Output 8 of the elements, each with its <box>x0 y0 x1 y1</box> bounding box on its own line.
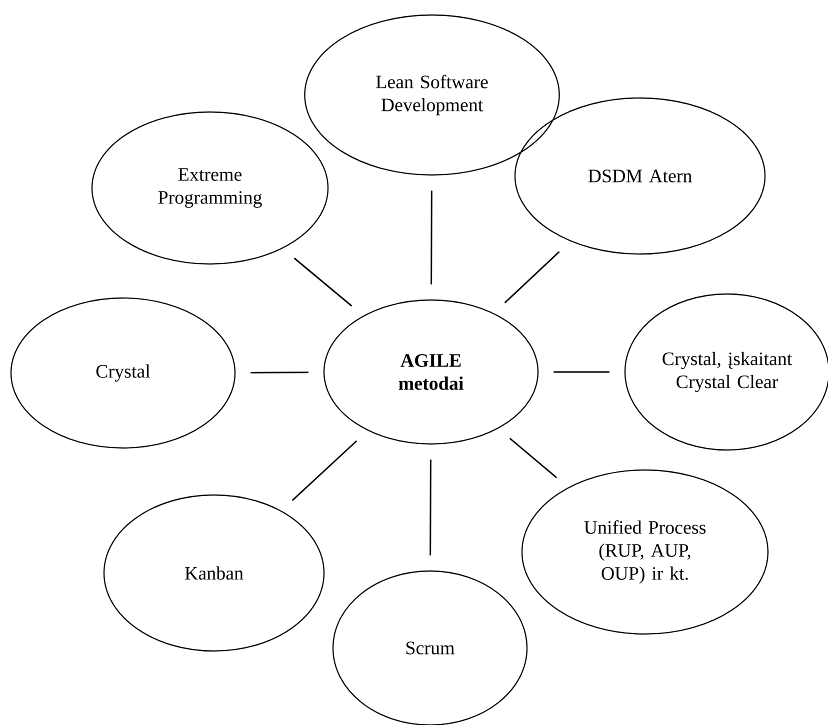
connector-line <box>294 258 352 307</box>
connector-line <box>430 460 432 556</box>
connector-line <box>250 372 308 374</box>
connector-line <box>554 371 610 373</box>
connector-line <box>504 251 560 304</box>
connector-line <box>430 190 432 284</box>
connector-line <box>292 440 358 501</box>
connector-line <box>509 438 558 478</box>
